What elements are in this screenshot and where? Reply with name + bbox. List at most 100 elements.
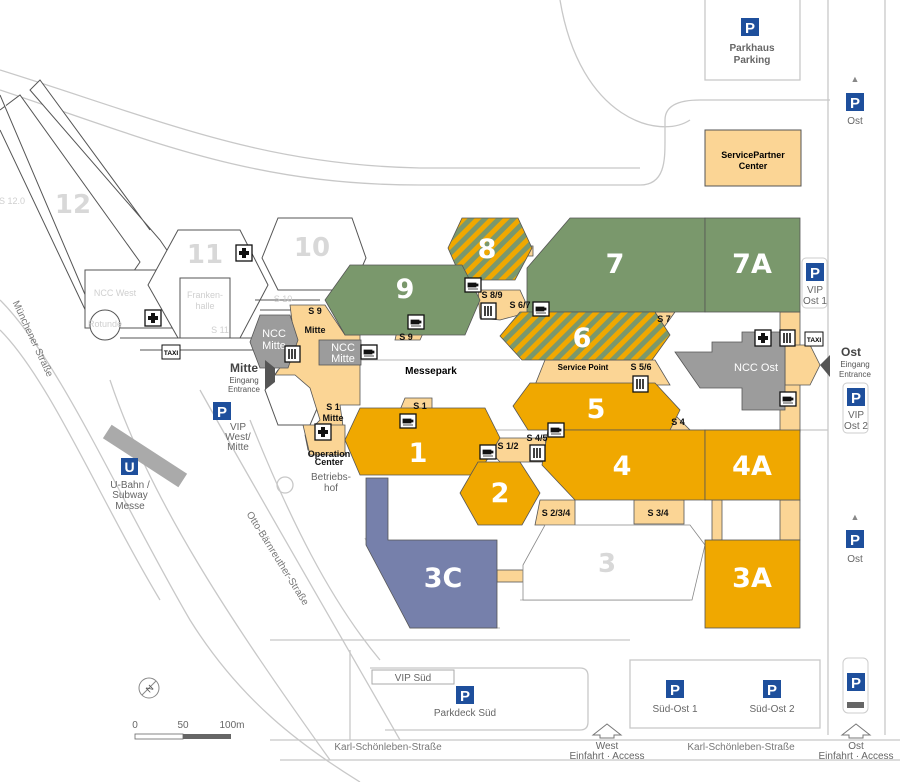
parking-icon <box>847 673 865 692</box>
parking-icon <box>846 93 864 112</box>
frankenhalle-label: Franken- <box>187 290 223 300</box>
street-karl-east: Karl-Schönleben-Straße <box>687 742 795 753</box>
parking-vip-ost2[interactable]: VIP Ost 2 <box>842 382 869 434</box>
first-aid-icon <box>754 329 772 347</box>
scale-0: 0 <box>132 720 138 731</box>
parkdeck-sued-label: Parkdeck Süd <box>434 708 496 719</box>
entrance-mitte-en: Entrance <box>228 385 261 394</box>
hall-4a-label: 4A <box>732 451 772 482</box>
entrance-mitte[interactable]: Mitte Eingang Entrance <box>228 360 275 394</box>
servicepartner-label-2: Center <box>739 161 768 171</box>
cafe-icon <box>479 444 497 460</box>
hall-2-label: 2 <box>491 478 510 509</box>
cafe-icon <box>779 391 797 407</box>
parking-icon[interactable] <box>741 18 759 37</box>
entrance-ost[interactable]: Ost Eingang Entrance <box>820 345 872 379</box>
street-karl-west: Karl-Schönleben-Straße <box>334 742 442 753</box>
hall-3c-label: 3C <box>424 563 463 594</box>
parking-ost-top[interactable]: ▲ Ost <box>846 74 864 127</box>
parking-vip-west[interactable]: VIP West/ Mitte <box>213 402 251 453</box>
hall-3a[interactable] <box>704 539 801 629</box>
parkdeck-sued[interactable]: Parkdeck Süd <box>434 686 496 719</box>
street-muenchener: Münchener Straße <box>10 299 55 379</box>
passage-s9-label: S 9 <box>399 332 413 342</box>
access-west[interactable]: West Einfahrt · Access <box>569 723 645 762</box>
hall-4a[interactable] <box>704 429 801 501</box>
hall-11-label: 11 <box>187 240 223 270</box>
ncc-mitte-b-label: NCC <box>331 342 355 354</box>
passage-s10-label: S 10 <box>274 294 293 304</box>
hall-3[interactable] <box>522 524 706 601</box>
north-icon: N <box>144 683 156 695</box>
parking-icon <box>666 680 684 699</box>
passage-s9-mitte-label: S 9 <box>308 306 322 316</box>
parking-icon <box>763 680 781 699</box>
ubahn-glyph: U <box>124 459 134 475</box>
passage-s234-label: S 2/3/4 <box>542 508 571 518</box>
bus-icon <box>847 702 864 708</box>
ncc-mitte-east[interactable] <box>318 339 362 366</box>
access-ost[interactable]: Ost Einfahrt · Access <box>818 723 894 762</box>
passage-s9-mitte-label-2: Mitte <box>305 325 326 335</box>
entrance-ost-de: Eingang <box>840 360 869 369</box>
scale-bar: 0 50 100m <box>132 720 245 740</box>
first-aid-icon <box>235 244 253 262</box>
parking-bus[interactable] <box>842 657 869 714</box>
parking-sued-ost-1[interactable]: Süd-Ost 1 <box>652 680 698 715</box>
ncc-mitte-label: NCC <box>262 328 286 340</box>
hall-3c[interactable] <box>365 477 498 629</box>
vip-ost2-label-2: Ost 2 <box>844 421 868 432</box>
messepark-label: Messepark <box>405 366 457 377</box>
hall-2[interactable] <box>459 461 541 526</box>
cafe-icon <box>360 344 378 360</box>
parking-ost-label: Ost <box>847 116 863 127</box>
cafe-icon <box>532 301 550 317</box>
parkhaus-label-en: Parking <box>734 55 771 66</box>
parking-vip-sued[interactable]: VIP Süd <box>371 669 455 685</box>
betriebshof-label-2: hof <box>324 483 338 494</box>
vip-west-label: VIP <box>230 422 246 433</box>
compass: N <box>138 677 160 699</box>
taxi-ost[interactable]: TAXI <box>804 331 824 347</box>
sued-ost-2-label: Süd-Ost 2 <box>749 704 794 715</box>
arrow-up-icon: ▲ <box>851 74 860 84</box>
ubahn-label: U-Bahn / <box>110 480 150 491</box>
parking-ost-mid-label: Ost <box>847 554 863 565</box>
passage-s34-label: S 3/4 <box>647 508 668 518</box>
parking-vip-ost1[interactable]: VIP Ost 1 <box>801 257 828 309</box>
passage-s56-label: S 5/6 <box>630 362 651 372</box>
ubahn-label-3: Messe <box>115 501 145 512</box>
parking-ost-mid[interactable]: ▲ Ost <box>846 512 864 565</box>
hall-6[interactable] <box>499 311 671 361</box>
entrance-ost-title: Ost <box>841 345 861 359</box>
ubahn-icon <box>121 458 138 475</box>
servicepartner-center: ServicePartner Center <box>704 129 802 187</box>
hall-1-label: 1 <box>409 438 428 469</box>
parking-sued-ost-2[interactable]: Süd-Ost 2 <box>749 680 795 715</box>
arrow-up-icon: ▲ <box>851 512 860 522</box>
ubahn-station[interactable]: U U-Bahn / Subway Messe <box>102 424 188 512</box>
hall-9[interactable] <box>324 264 481 336</box>
entrance-ost-en: Entrance <box>839 370 872 379</box>
hall-12-label: 12 <box>55 190 91 220</box>
access-arrow-icon <box>591 723 623 739</box>
taxi-west[interactable]: TAXI <box>161 344 181 360</box>
access-west-label: West <box>596 741 619 752</box>
hall-10-label: 10 <box>294 233 330 263</box>
hall-5-label: 5 <box>587 394 606 425</box>
hall-8[interactable] <box>447 217 533 281</box>
access-ost-label: Ost <box>848 741 864 752</box>
restaurant-icon <box>529 444 546 462</box>
ncc-mitte-label-2: Mitte <box>262 340 286 352</box>
passage-s89-label: S 8/9 <box>481 290 502 300</box>
passage-s1-mitte-label-2: Mitte <box>323 413 344 423</box>
hall-7a[interactable] <box>704 217 801 313</box>
frankenhalle-label-2: halle <box>195 301 214 311</box>
access-arrow-icon <box>840 723 872 739</box>
first-aid-icon <box>144 309 162 327</box>
parking-icon <box>806 263 824 282</box>
parking-icon <box>213 402 231 421</box>
vip-west-label-3: Mitte <box>227 442 249 453</box>
passage-s67-label: S 6/7 <box>509 300 530 310</box>
